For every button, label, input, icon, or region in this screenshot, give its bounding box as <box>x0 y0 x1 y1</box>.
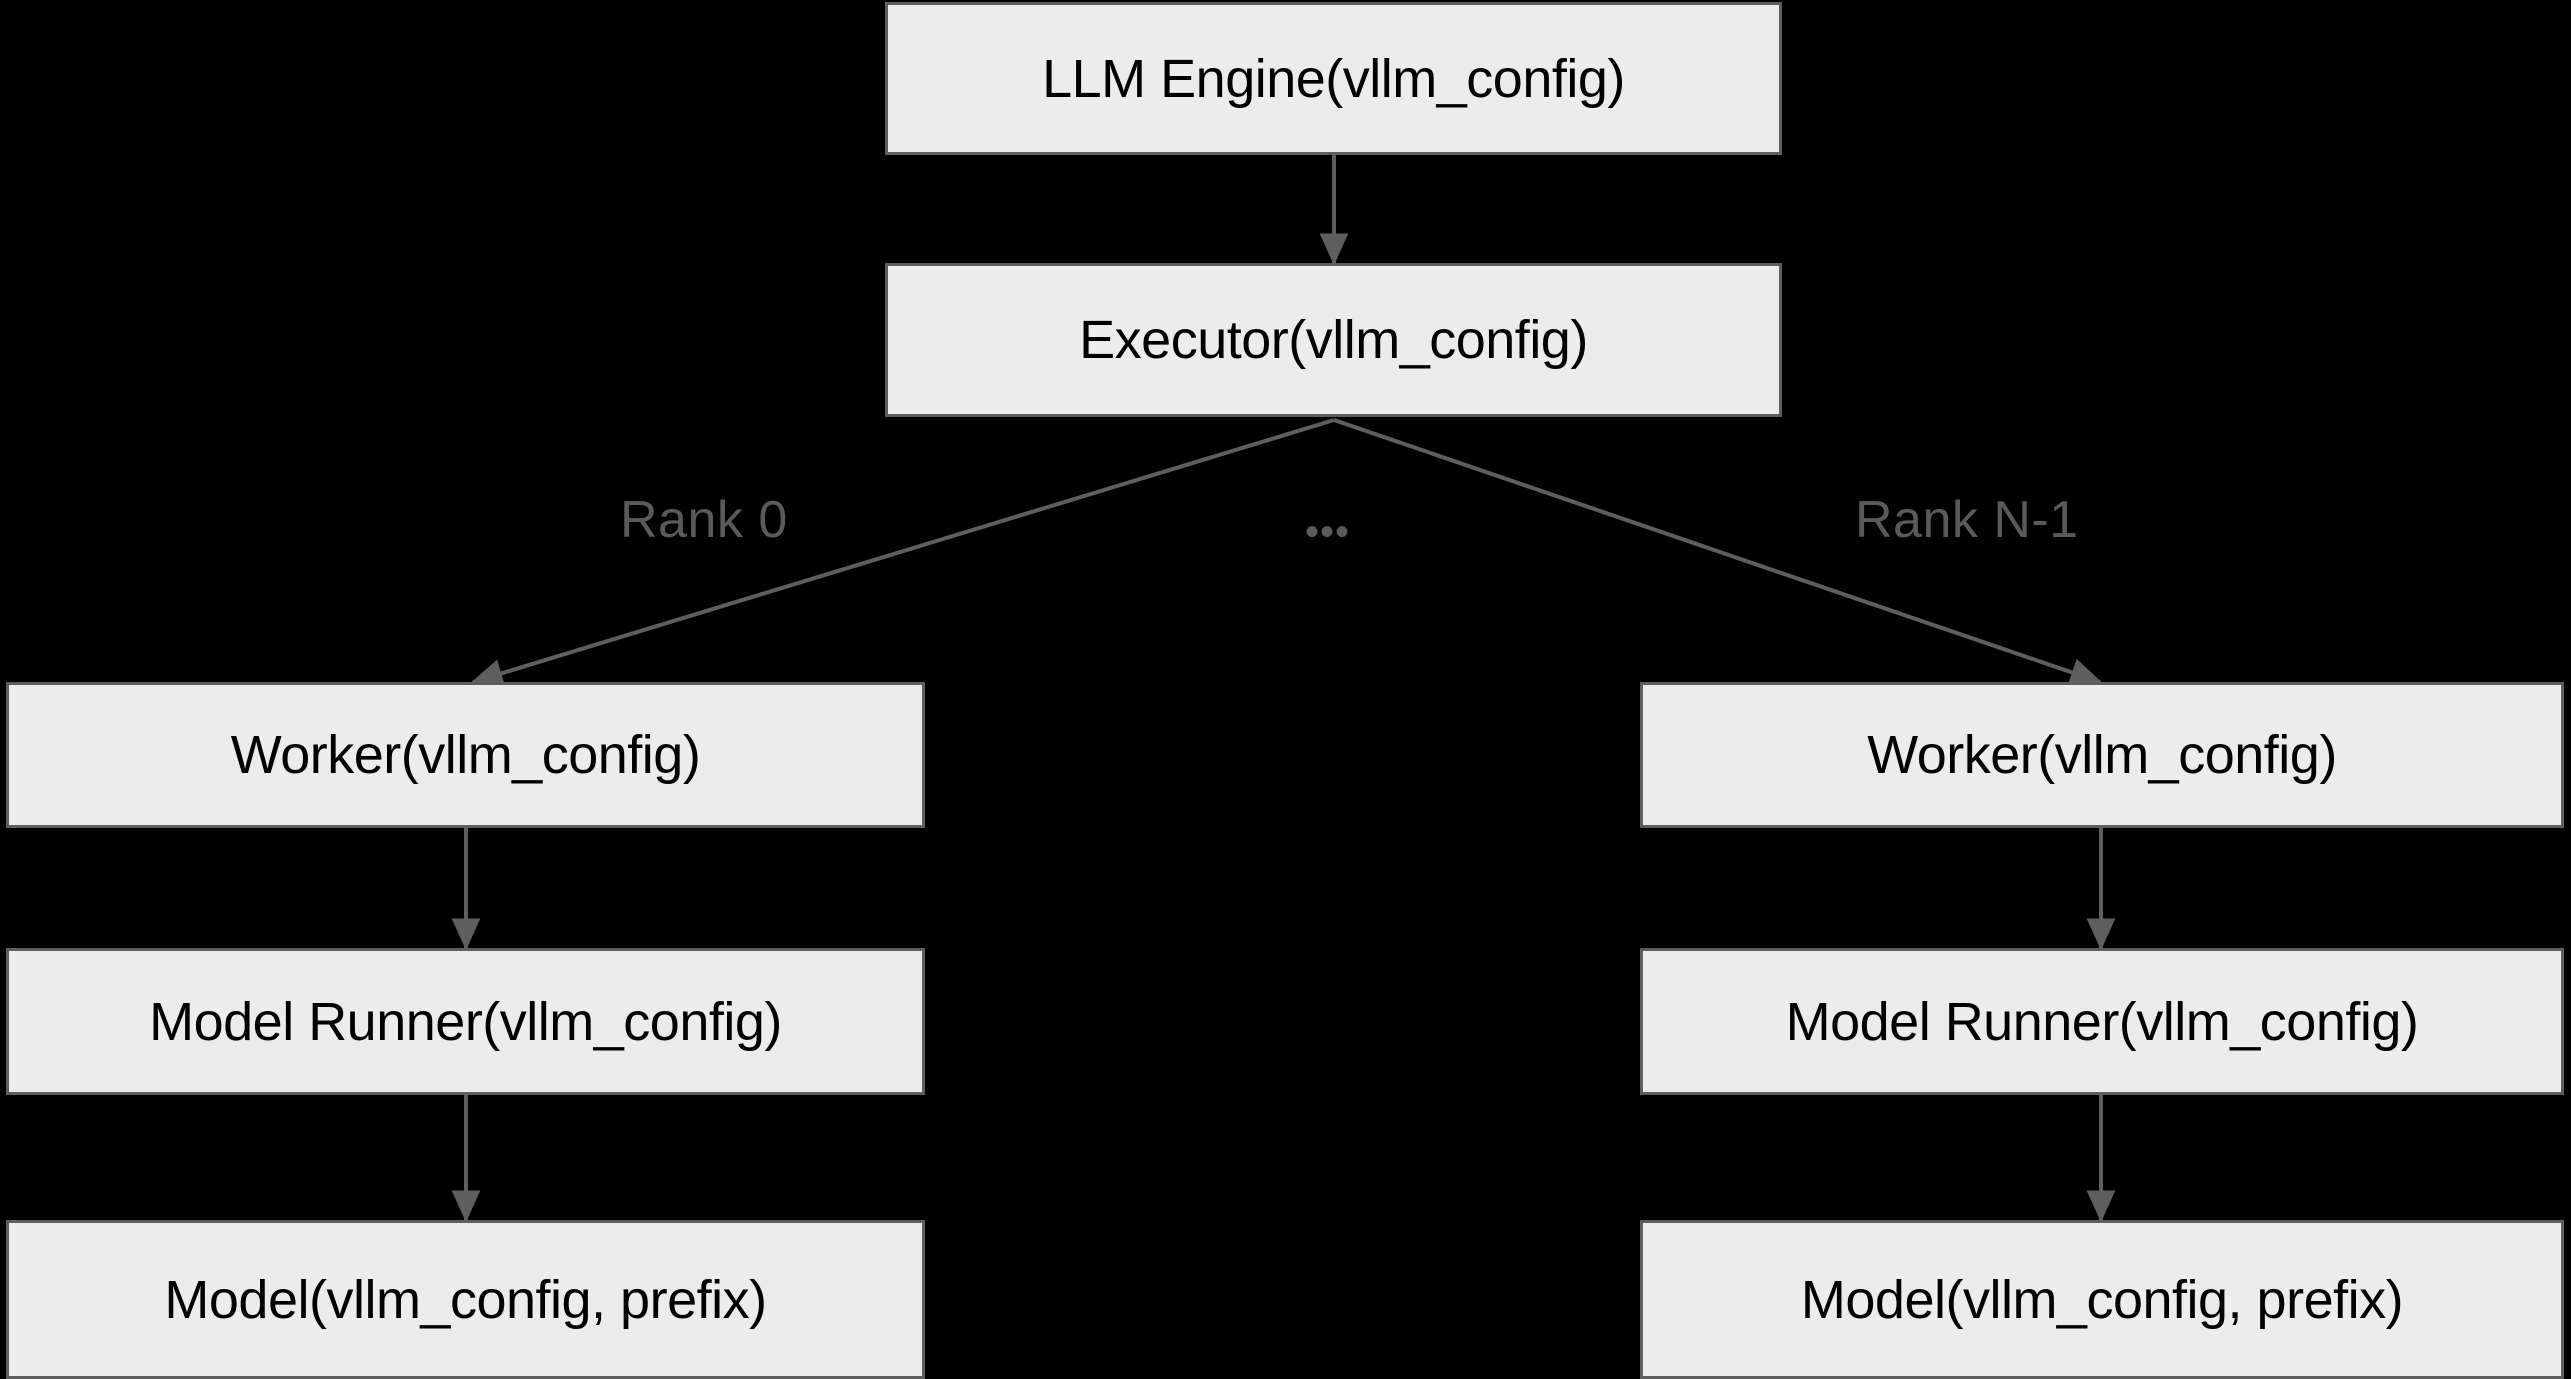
arrow-executor-to-worker-left <box>470 418 1335 688</box>
node-model_left: Model(vllm_config, prefix) <box>6 1220 925 1379</box>
node-label: Model Runner(vllm_config) <box>1785 991 2419 1052</box>
node-llm_engine: LLM Engine(vllm_config) <box>885 2 1782 155</box>
node-worker_right: Worker(vllm_config) <box>1640 682 2564 828</box>
node-label: LLM Engine(vllm_config) <box>1042 48 1625 109</box>
node-label: Model(vllm_config, prefix) <box>164 1269 767 1330</box>
node-label: Model Runner(vllm_config) <box>149 991 782 1052</box>
node-label: Executor(vllm_config) <box>1079 310 1588 370</box>
edge-label-ellipsis: ••• <box>1305 510 1351 554</box>
node-executor: Executor(vllm_config) <box>885 263 1782 417</box>
node-model_right: Model(vllm_config, prefix) <box>1640 1220 2564 1379</box>
node-worker_left: Worker(vllm_config) <box>6 682 925 828</box>
node-label: Model(vllm_config, prefix) <box>1800 1269 2404 1330</box>
node-label: Worker(vllm_config) <box>1867 725 2337 785</box>
edge-label-rank-n-1: Rank N-1 <box>1855 491 2079 549</box>
node-model_runner_left: Model Runner(vllm_config) <box>6 948 925 1095</box>
arrow-executor-to-worker-right <box>1333 418 2103 687</box>
node-model_runner_right: Model Runner(vllm_config) <box>1640 948 2564 1095</box>
edge-label-rank-0: Rank 0 <box>620 491 788 549</box>
node-label: Worker(vllm_config) <box>230 725 701 785</box>
